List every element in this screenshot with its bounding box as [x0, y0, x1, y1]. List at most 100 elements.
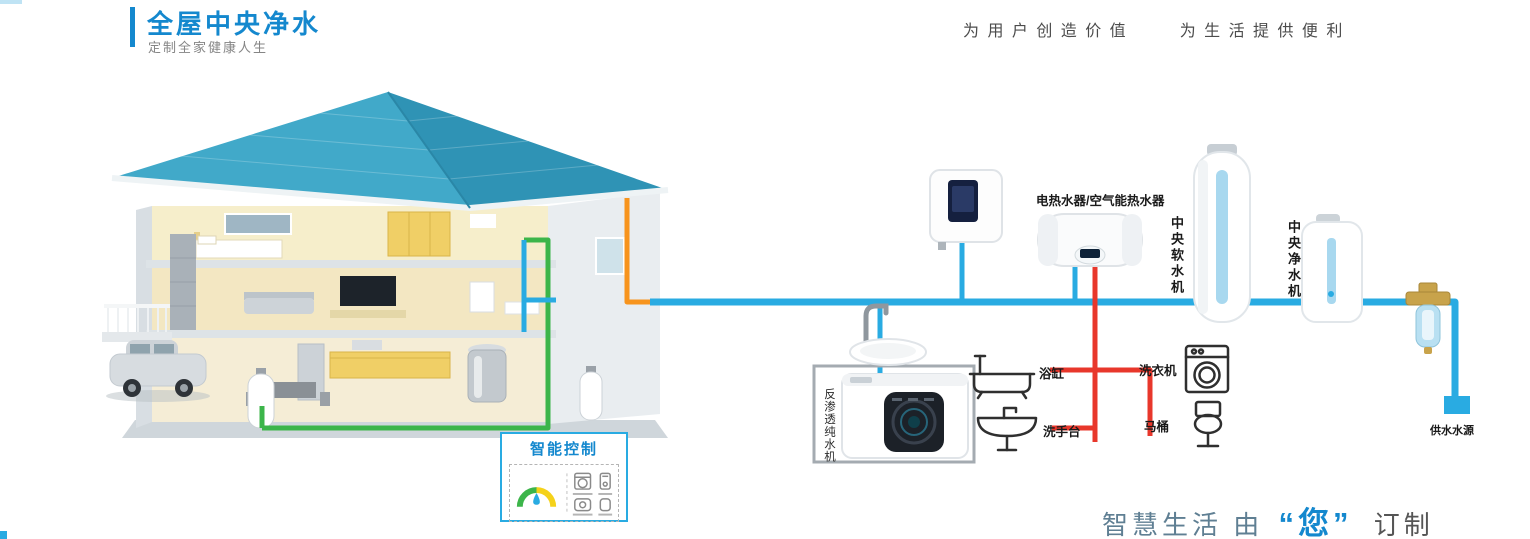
pipe-network [650, 238, 1470, 442]
wash-basin-icon [976, 406, 1038, 452]
terrace-floor [102, 332, 172, 342]
source-label: 供水水源 [1430, 425, 1474, 437]
orange-pipe-drop [624, 198, 652, 305]
ro-dial-center [908, 416, 920, 428]
bathtub-icon [968, 354, 1036, 400]
smart-control-panel: 智能控制 [500, 432, 628, 522]
washer-label: 洗衣机 [1139, 364, 1177, 378]
heater-cap-right [1122, 214, 1142, 266]
steel-tank [467, 349, 507, 403]
top-left-deco-bar [0, 0, 22, 4]
ro-label: 反渗透纯水机 [823, 388, 835, 463]
softener-tank-valve [256, 368, 266, 376]
footer-slogan-part1: 智慧生活 由 [1102, 510, 1264, 539]
wall-purifier-spout [938, 242, 946, 250]
car [106, 340, 210, 402]
prefilter-drain [1424, 347, 1432, 354]
wall-appliance [470, 214, 496, 228]
range-hood [352, 340, 382, 350]
heater-label: 电热水器/空气能热水器 [1036, 194, 1165, 208]
wardrobe [387, 211, 451, 257]
page-title: 全屋中央净水 [147, 9, 322, 39]
pre-filter-device [1405, 282, 1451, 354]
slab-1 [146, 260, 556, 268]
car-hub [180, 384, 188, 392]
gauge-arc-green [516, 487, 537, 508]
title-accent-bar [130, 7, 135, 47]
tv [340, 276, 396, 306]
header-slogans: 为 用 户 创 造 价 值 为 生 活 提 供 便 利 [963, 17, 1344, 41]
chair [320, 392, 330, 406]
washing-machine-icon [1184, 344, 1230, 394]
roof-tile-lines [180, 112, 599, 180]
tv-console [330, 310, 406, 318]
ro-panel-mark [908, 398, 918, 401]
roof-left-face [112, 92, 470, 208]
softener-shade [1198, 160, 1208, 314]
softener-stripe [1216, 170, 1228, 304]
page-subtitle: 定制全家健康人生 [148, 40, 269, 55]
ro-machine-unit [812, 364, 976, 464]
basin-label: 洗手台 [1043, 425, 1081, 439]
wall-picture [224, 213, 292, 235]
pillow [197, 235, 217, 245]
purifier-stripe [1327, 238, 1336, 304]
smart-control-inner [509, 464, 619, 522]
mini-caption-bar [572, 493, 593, 495]
mini-caption-bar [598, 493, 613, 495]
ro-ring-inner [900, 408, 928, 436]
mini-caption-bar [598, 513, 613, 516]
roof-right-face [388, 92, 668, 208]
mini-tank-icon [599, 498, 611, 512]
ro-frame [812, 364, 976, 464]
prefilter-tee [1405, 291, 1451, 306]
ro-panel-mark [924, 398, 934, 401]
mini-washer-icon [574, 472, 592, 490]
mini-caption-bar [572, 513, 593, 516]
sofa [244, 298, 314, 314]
wall-purifier-device [929, 169, 1003, 250]
wall-purifier-display [952, 186, 974, 212]
slogan-value: 为 用 户 创 造 价 值 [963, 23, 1128, 40]
mini-heater-icon [574, 498, 592, 512]
heater-cap-left [1038, 214, 1058, 266]
kitchen-cabinets [329, 351, 451, 379]
main-blue-pipe [650, 298, 1459, 400]
smart-control-graphic [516, 472, 613, 516]
hot-stub-washer-toilet [1095, 367, 1153, 436]
heater-display [1080, 249, 1100, 258]
purifier-label: 中央净水机 [1286, 220, 1301, 300]
house-small-tank [579, 371, 603, 421]
footer-slogan: 智慧生活 由 “您” 订制 [1102, 498, 1434, 539]
roof-ridge [387, 91, 471, 209]
purifier-logo-dot [1328, 291, 1334, 297]
bottom-left-deco-square [0, 531, 7, 539]
smart-control-title: 智能控制 [529, 441, 598, 458]
toilet-icon [1193, 400, 1223, 448]
ro-top-band [842, 374, 968, 386]
mini-purifier-icon [599, 472, 611, 490]
softener-label: 中央软水机 [1169, 216, 1184, 296]
wall-purifier-indoor [469, 281, 495, 313]
bathtub-label: 浴缸 [1039, 367, 1065, 381]
sink-basin-inner [860, 343, 916, 359]
water-source-block [1444, 396, 1470, 414]
car-shadow [106, 390, 210, 402]
right-wall-window [595, 237, 625, 275]
house-right-wall [548, 192, 660, 424]
ro-top-display [850, 377, 872, 383]
sofa-back [244, 292, 314, 300]
slab-2 [146, 330, 556, 338]
steel-tank-highlight [474, 356, 482, 398]
footer-slogan-part2: 订制 [1373, 510, 1434, 539]
prefilter-core [1422, 310, 1434, 340]
ro-panel-mark [892, 398, 902, 401]
water-drop-icon [533, 493, 540, 505]
house-illustration [102, 91, 669, 438]
sink-unit [849, 303, 927, 366]
gauge-arc-yellow [536, 487, 557, 508]
central-purifier-device [1301, 214, 1363, 323]
slogan-convenience: 为 生 活 提 供 便 利 [1179, 23, 1345, 40]
car-body [109, 353, 207, 387]
